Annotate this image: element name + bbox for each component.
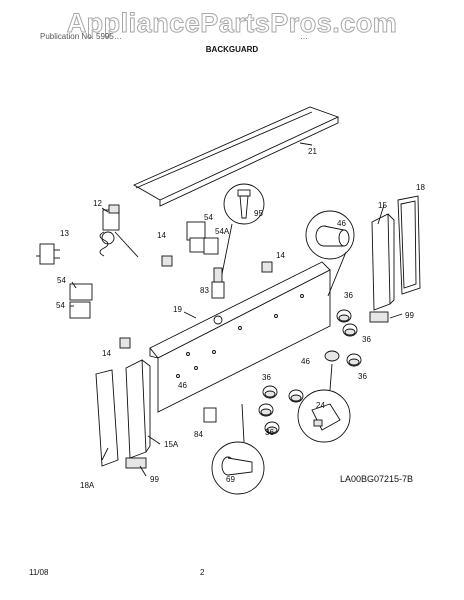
part-label-54a: 54A	[215, 227, 230, 236]
part-label-36: 36	[265, 428, 274, 437]
part-label-15: 15	[378, 201, 387, 210]
terminal-block-part[interactable]	[186, 221, 219, 255]
part-label-46: 46	[301, 357, 310, 366]
side-trim-part[interactable]	[95, 369, 119, 467]
footer-date: 11/08	[29, 568, 49, 577]
knob-part[interactable]	[262, 385, 278, 399]
screw-part[interactable]	[237, 189, 251, 219]
part-label-36: 36	[358, 372, 367, 381]
model-header: …	[300, 32, 308, 41]
part-label-12: 12	[93, 199, 102, 208]
control-part[interactable]	[311, 403, 341, 431]
screw-part[interactable]	[221, 456, 253, 476]
knob-part[interactable]	[258, 403, 274, 417]
part-label-83: 83	[200, 286, 209, 295]
page-title: BACKGUARD	[205, 45, 259, 54]
clip-part[interactable]	[161, 255, 173, 267]
part-label-54: 54	[57, 276, 66, 285]
watermark: AppliancePartsPros.com	[66, 8, 398, 39]
clip-part[interactable]	[261, 261, 273, 273]
part-label-99: 99	[150, 475, 159, 484]
part-label-19: 19	[173, 305, 182, 314]
part-label-15a: 15A	[164, 440, 179, 449]
ignition-switch-part[interactable]	[211, 267, 225, 299]
part-label-54: 54	[56, 301, 65, 310]
knob-part[interactable]	[324, 350, 340, 362]
knob-part[interactable]	[315, 225, 350, 247]
part-label-36: 36	[344, 291, 353, 300]
part-label-95: 95	[254, 209, 263, 218]
part-label-36: 36	[362, 335, 371, 344]
part-label-13: 13	[60, 229, 69, 238]
diagram-code: LA00BG07215-7B	[340, 474, 413, 484]
part-label-21: 21	[308, 147, 317, 156]
page-number: 2	[200, 568, 205, 577]
part-label-46: 46	[178, 381, 187, 390]
clip-part[interactable]	[119, 337, 131, 349]
top-trim-part[interactable]	[133, 106, 340, 207]
part-label-84: 84	[194, 430, 203, 439]
knob-part[interactable]	[342, 323, 358, 337]
part-label-24: 24	[316, 401, 325, 410]
part-label-69: 69	[226, 475, 235, 484]
part-label-18: 18	[416, 183, 425, 192]
side-bracket-part[interactable]	[125, 359, 151, 469]
part-label-14: 14	[102, 349, 111, 358]
terminal-block-part[interactable]	[69, 283, 93, 319]
part-label-54: 54	[204, 213, 213, 222]
switch-part[interactable]	[203, 407, 217, 423]
publication-header: Publication No. 5995…	[40, 32, 122, 41]
part-label-36: 36	[262, 373, 271, 382]
knob-part[interactable]	[288, 389, 304, 403]
part-label-99: 99	[405, 311, 414, 320]
knob-part[interactable]	[346, 353, 362, 367]
thermostat-part[interactable]	[36, 243, 60, 265]
part-label-14: 14	[276, 251, 285, 260]
backguard-panel-part[interactable]	[149, 261, 331, 413]
side-bracket-part[interactable]	[369, 213, 395, 323]
switch-part[interactable]	[99, 204, 139, 258]
part-label-14: 14	[157, 231, 166, 240]
part-label-46: 46	[337, 219, 346, 228]
knob-part[interactable]	[336, 309, 352, 323]
knob-part[interactable]	[264, 421, 280, 435]
part-label-18a: 18A	[80, 481, 95, 490]
